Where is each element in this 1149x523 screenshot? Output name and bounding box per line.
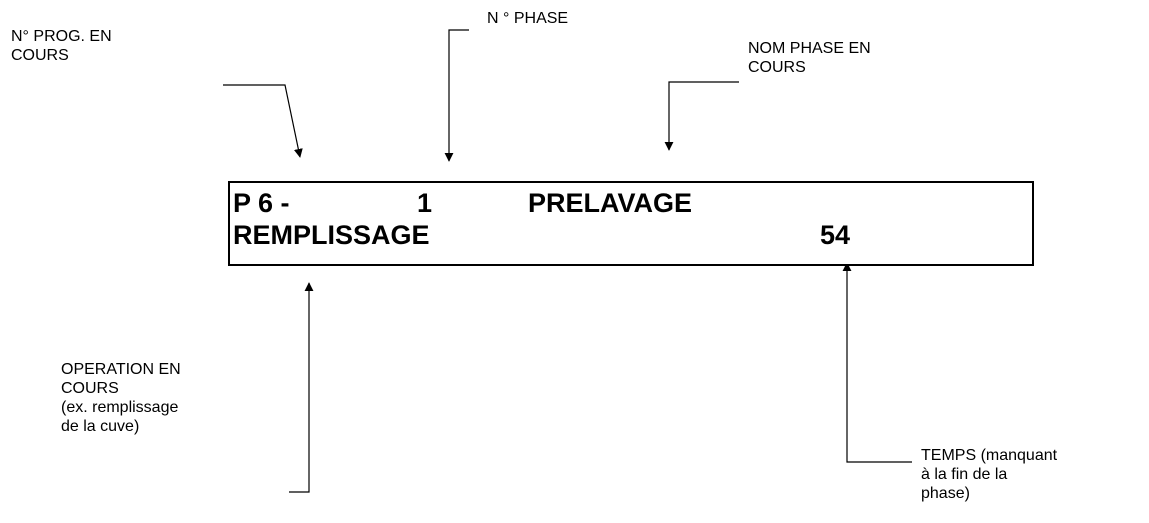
phase-arrow xyxy=(444,29,469,162)
temps-arrow xyxy=(842,262,912,463)
label-operation: OPERATION EN COURS (ex. remplissage de l… xyxy=(61,361,181,435)
label-phase-number: N ° PHASE xyxy=(487,10,569,27)
display-phase-number: 1 xyxy=(417,188,433,218)
nom-phase-arrow xyxy=(664,81,739,151)
label-time-remaining: TEMPS (manquant à la fin de la phase) xyxy=(921,447,1058,502)
lcd-display: P 6 - 1 PRELAVAGE REMPLISSAGE 54 xyxy=(228,181,1034,266)
operation-arrow xyxy=(289,282,314,493)
display-time-remaining: 54 xyxy=(820,220,851,250)
display-operation: REMPLISSAGE xyxy=(233,220,430,250)
display-program: P 6 - xyxy=(233,188,290,218)
display-phase-name: PRELAVAGE xyxy=(528,188,693,218)
prog-arrow xyxy=(223,84,303,158)
label-phase-name: NOM PHASE EN COURS xyxy=(748,40,871,76)
label-prog-number: N° PROG. EN COURS xyxy=(11,28,112,64)
